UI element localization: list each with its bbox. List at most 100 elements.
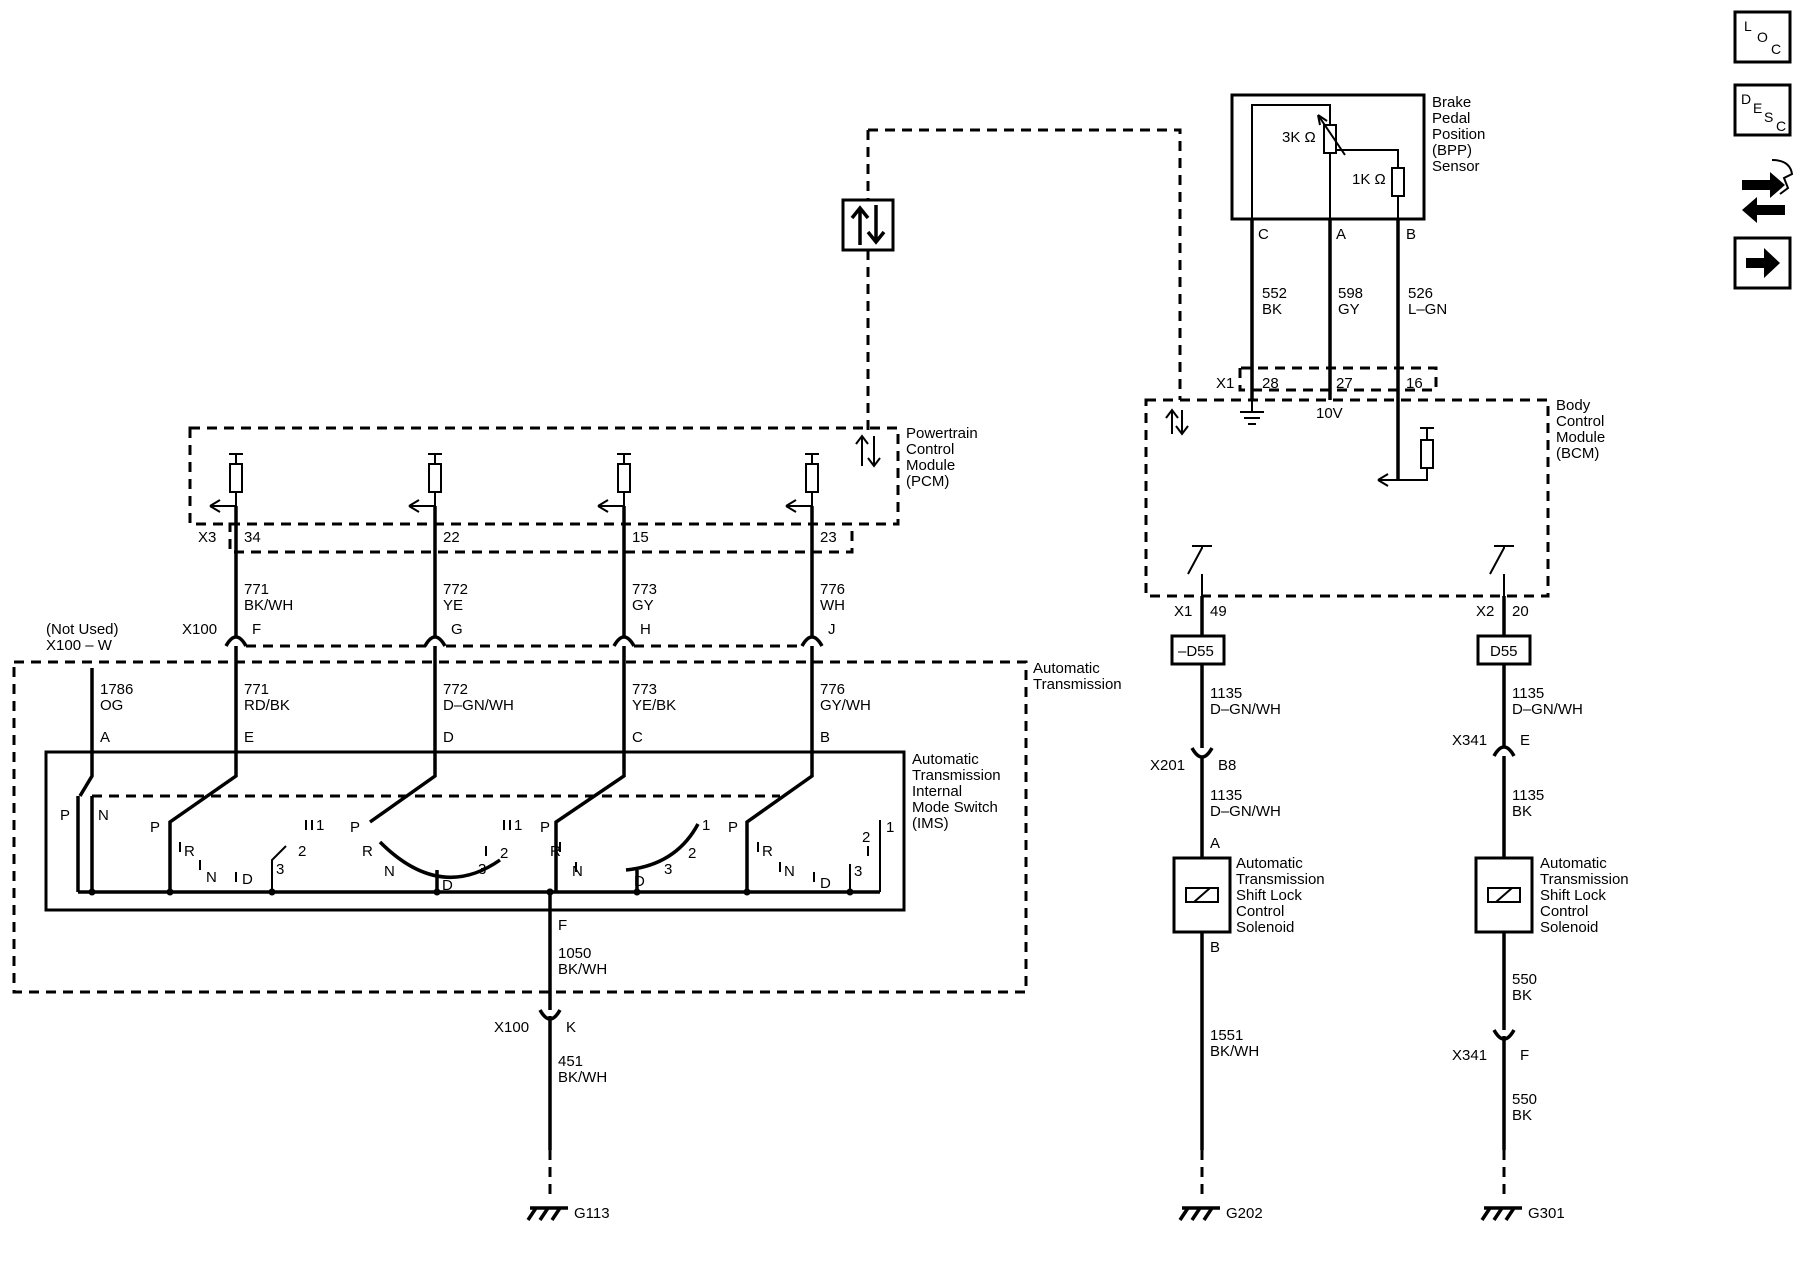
ims-label-line5: (IMS) [912,815,949,832]
right-w3-num: 550 [1512,971,1537,988]
upper-wire-1-num: 771 [244,581,269,598]
switch-c-n: N [572,863,583,880]
bcm-pin-27: 27 [1336,375,1353,392]
wire-1050-num: 1050 [558,945,591,962]
switch-c-arc [625,823,700,872]
x201-pin-b8: B8 [1218,757,1236,774]
x341-f-label: X341 [1452,1047,1487,1064]
ground-g301-icon [1480,1206,1522,1221]
pcm-label-line3: Module [906,457,955,474]
location-view-button[interactable]: L O C [1733,10,1792,64]
switch-e-r: R [184,843,195,860]
lower-wire-4-color: YE/BK [632,697,676,714]
fuse-d55-right-label: D55 [1490,643,1518,660]
left-solenoid-pin-b: B [1210,939,1220,956]
switch-a-p: P [60,807,70,824]
bcm-box [1144,398,1550,598]
ground-g113-label: G113 [574,1205,610,1222]
next-arrow-button[interactable] [1733,236,1792,290]
bcm-pin-28: 28 [1262,375,1279,392]
pcm-input-2 [408,453,442,513]
desc-letter-c: C [1776,118,1786,134]
switch-d-p: P [350,819,360,836]
loc-letter-c: C [1771,41,1781,57]
pcm-data-arrows-icon [855,434,881,468]
bpp-sensor-label: Brake Pedal Position (BPP) Sensor [1432,94,1485,175]
right-sol-label-5: Solenoid [1540,919,1598,936]
bcm-label-line2: Control [1556,413,1604,430]
right-w4-color: BK [1512,1107,1532,1124]
ims-labels: Automatic Transmission Internal Mode Swi… [912,751,1001,832]
bcm-x1-label: X1 [1216,375,1234,392]
right-w1-color: D–GN/WH [1512,701,1583,718]
switch-c-1: 1 [702,817,710,834]
switch-a-n: N [98,807,109,824]
bcm-x1-lower-label: X1 [1174,603,1192,620]
switch-e-n: N [206,869,217,886]
x100-pin-g: G [451,621,463,638]
bcm-pin-16: 16 [1406,375,1423,392]
pcm-pin-22: 22 [443,529,460,546]
bpp-internal-circuit: 3K Ω 1K Ω [1251,104,1405,230]
ground-g113-icon [526,1206,568,1221]
ims-box [44,750,906,912]
wire-526-color: L–GN [1408,301,1447,318]
switch-e-2: 2 [298,843,306,860]
not-used-label: (Not Used) [46,621,119,638]
auto-trans-box [12,660,1028,994]
ims-pin-d: D [443,729,454,746]
switch-c-3: 3 [664,861,672,878]
resistor-1k [1391,167,1405,197]
pcm-x3-connector [228,522,854,554]
switch-b-n: N [784,863,795,880]
bcm-pin-20: 20 [1512,603,1529,620]
pcm-x3-label: X3 [198,529,216,546]
bpp-sensor-box [1230,93,1426,221]
wire-552-color: BK [1262,301,1282,318]
left-solenoid-coil-icon [1185,887,1219,903]
lower-wire-5-color: GY/WH [820,697,871,714]
right-sol-label-3: Shift Lock [1540,887,1606,904]
switch-c-p: P [540,819,550,836]
lower-wire-3-num: 772 [443,681,468,698]
left-sol-label-5: Solenoid [1236,919,1294,936]
left-w2-num: 1135 [1210,787,1242,804]
loc-letter-l: L [1744,18,1752,34]
ims-pin-b: B [820,729,830,746]
wrench-arrows-icon[interactable] [1742,159,1794,223]
bcm-x2-label: X2 [1476,603,1494,620]
x100-terminals [224,635,824,647]
serial-data-icon [841,198,895,252]
x100-pin-f: F [252,621,261,638]
switch-e-3: 3 [276,861,284,878]
pcm-pin-23: 23 [820,529,837,546]
ims-label-line3: Internal [912,783,962,800]
switch-d-n: N [384,863,395,880]
switch-b-d: D [820,875,831,892]
ims-label-line2: Transmission [912,767,1001,784]
ims-switch-c: P R N D 3 2 1 [540,752,710,892]
x341-pin-f: F [1520,1047,1529,1064]
pcm-label-line1: Powertrain [906,425,978,442]
pcm-labels: Powertrain Control Module (PCM) [906,425,978,490]
ims-switch-b: P R N D 3 2 1 [728,752,894,892]
ground-g301-label: G301 [1528,1205,1565,1222]
bpp-pin-b: B [1406,226,1416,243]
serial-data-link [868,128,1182,400]
right-w2-color: BK [1512,803,1532,820]
bcm-pin-49: 49 [1210,603,1227,620]
x201-terminal [1190,747,1214,759]
switch-b-r: R [762,843,773,860]
switch-e-1: 1 [316,817,324,834]
x201-label: X201 [1150,757,1185,774]
left-sol-label-2: Transmission [1236,871,1325,888]
pcm-input-3 [597,453,631,513]
ims-switch-a: P N [60,752,109,892]
bcm-label-line3: Module [1556,429,1605,446]
switch-b-1: 1 [886,819,894,836]
bcm-pullup-resistor [1377,427,1434,487]
left-w3-num: 1551 [1210,1027,1243,1044]
bpp-label-line5: Sensor [1432,158,1480,175]
bpp-label-line4: (BPP) [1432,142,1472,159]
description-view-button[interactable]: D E S C [1733,83,1792,137]
